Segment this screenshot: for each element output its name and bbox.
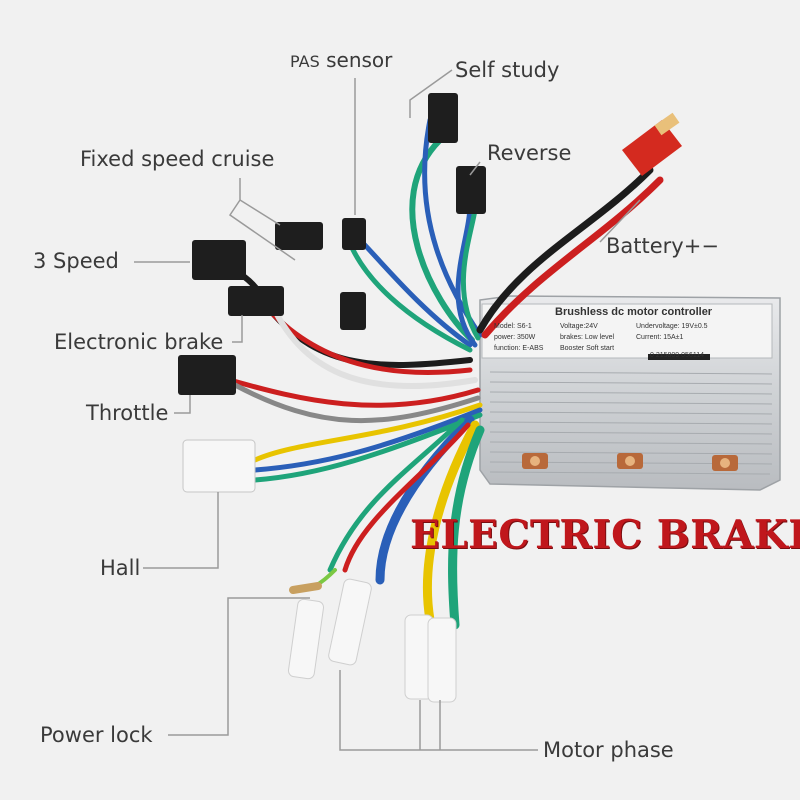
label-fixed-speed-cruise: Fixed speed cruise xyxy=(80,147,275,171)
brake-connector xyxy=(228,286,284,316)
power-lock-leader xyxy=(168,597,310,736)
battery-connector xyxy=(622,112,682,176)
throttle-leader xyxy=(174,395,191,414)
plate-model: Model: S6-1 xyxy=(494,323,532,330)
hall-leader xyxy=(143,492,219,569)
plate-power: power: 350W xyxy=(494,334,536,341)
plate-brakes: brakes: Low level xyxy=(560,334,615,341)
phase-terminal-blue xyxy=(328,578,372,666)
plate-booster: Booster Soft start xyxy=(560,345,615,352)
electric-brake-title: ELECTRIC BRAKE xyxy=(410,512,800,558)
barcode-icon xyxy=(648,354,710,360)
plate-current: Current: 15A±1 xyxy=(636,334,684,341)
controller-box xyxy=(479,295,781,491)
leader-lines xyxy=(134,69,641,751)
pas-rest: sensor xyxy=(326,48,393,72)
reverse-connector xyxy=(456,166,486,214)
battery-leader xyxy=(599,199,641,243)
label-reverse: Reverse xyxy=(487,141,572,165)
self-study-leader xyxy=(409,69,453,118)
plate-barcode-number: 0 215809 056114 xyxy=(650,352,704,359)
self-study-connector xyxy=(428,93,458,143)
plate-title: Brushless dc motor controller xyxy=(555,306,713,318)
plate-voltage: Voltage:24V xyxy=(560,323,598,330)
motor-phase-leader xyxy=(339,670,538,751)
power-lock-terminal xyxy=(287,598,325,680)
label-power-lock: Power lock xyxy=(40,723,153,747)
throttle-connector xyxy=(178,355,236,395)
label-throttle: Throttle xyxy=(86,401,169,425)
label-battery: Battery+− xyxy=(606,234,719,258)
label-electronic-brake: Electronic brake xyxy=(54,330,224,354)
label-motor-phase: Motor phase xyxy=(543,738,674,762)
pas-prefix: PAS xyxy=(290,52,320,71)
label-3-speed: 3 Speed xyxy=(33,249,119,273)
wire-harness xyxy=(207,117,664,630)
cruise-leader xyxy=(228,178,296,261)
pas-connector xyxy=(342,218,366,250)
reverse-leader xyxy=(469,161,481,176)
hall-connector xyxy=(182,439,256,493)
label-self-study: Self study xyxy=(455,58,560,82)
mounting-screws xyxy=(522,453,738,471)
pas-connector-b xyxy=(340,292,366,330)
brake-leader xyxy=(232,315,243,343)
phase-terminal-green xyxy=(427,617,457,703)
plate-undervoltage: Undervoltage: 19V±0.5 xyxy=(636,323,708,330)
connectors xyxy=(178,93,682,703)
power-lock-pin xyxy=(289,582,322,594)
plate-function: function: E-ABS xyxy=(494,345,544,352)
cruise-connector xyxy=(275,222,323,250)
label-hall: Hall xyxy=(100,556,141,580)
label-pas-sensor: PAS sensor xyxy=(290,50,392,70)
three-speed-connector xyxy=(192,240,246,280)
